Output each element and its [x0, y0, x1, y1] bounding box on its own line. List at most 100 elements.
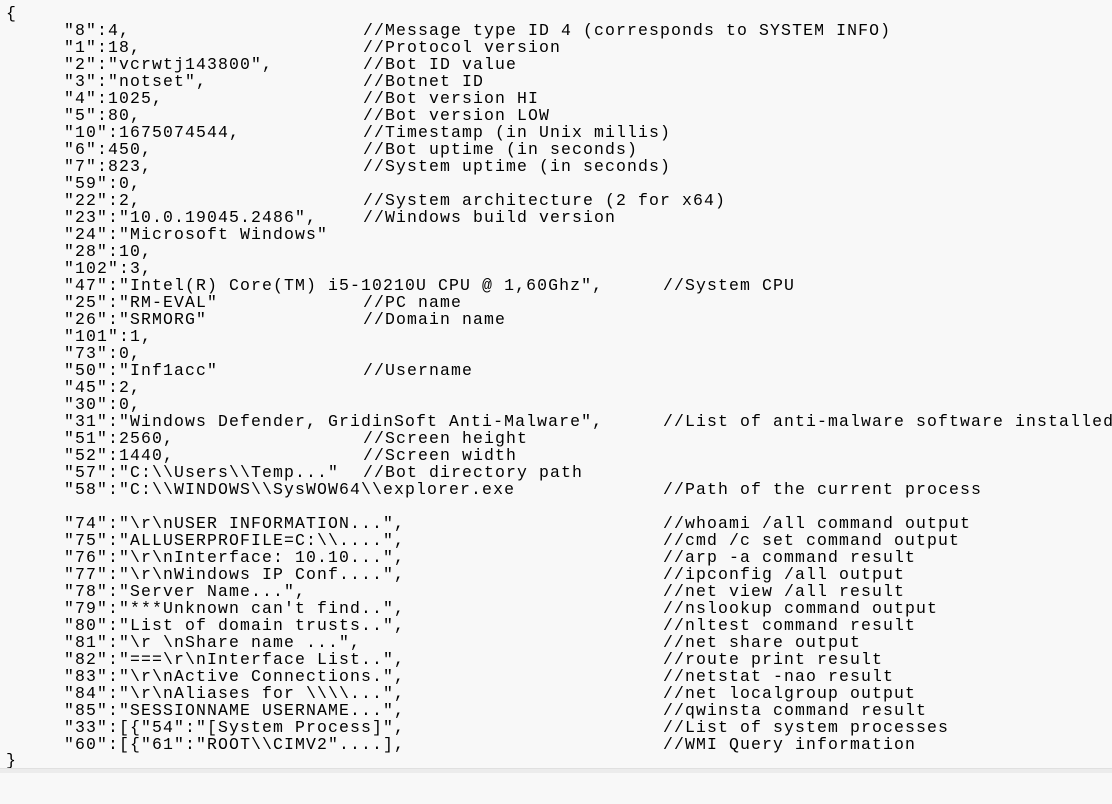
code-line: "1":18,//Protocol version [0, 39, 1112, 56]
line-comment: //Windows build version [363, 208, 617, 227]
open-brace: { [6, 4, 18, 23]
code-line: "75":"ALLUSERPROFILE=C:\\....", //cmd /c … [0, 532, 1112, 549]
line-comment: //Username [363, 361, 474, 380]
json-entry: "60":[{"61":"ROOT\\CIMV2"....], [64, 735, 406, 754]
json-entry: "7":823, [64, 157, 153, 176]
json-entry: "8":4, [64, 21, 131, 40]
line-comment: //net localgroup output [663, 684, 917, 703]
line-comment: //Screen height [363, 429, 529, 448]
json-entry: "74":"\r\nUSER INFORMATION...", [64, 514, 406, 533]
code-line: "84":"\r\nAliases for \\\\...", //net loc… [0, 685, 1112, 702]
json-entry: "6":450, [64, 140, 153, 159]
line-comment: //ipconfig /all output [663, 565, 906, 584]
json-entry: "78":"Server Name...", [64, 582, 307, 601]
json-entry: "31":"Windows Defender, GridinSoft Anti-… [64, 412, 604, 431]
json-entry: "23":"10.0.19045.2486", [64, 208, 318, 227]
code-line: "26":"SRMORG"//Domain name [0, 311, 1112, 328]
json-entry: "24":"Microsoft Windows" [64, 225, 329, 244]
code-line: "77":"\r\nWindows IP Conf....", //ipconfi… [0, 566, 1112, 583]
code-line: "28":10, [0, 243, 1112, 260]
code-line: "76":"\r\nInterface: 10.10...",//arp -a … [0, 549, 1112, 566]
code-line: "74":"\r\nUSER INFORMATION...", //whoami … [0, 515, 1112, 532]
code-line: "3":"notset", //Botnet ID [0, 73, 1112, 90]
line-comment: //nslookup command output [663, 599, 939, 618]
code-line [0, 498, 1112, 515]
code-line: "25":"RM-EVAL" //PC name [0, 294, 1112, 311]
code-line: "10":1675074544, //Timestamp (in Unix mil… [0, 124, 1112, 141]
code-line: "6":450, //Bot uptime (in seconds) [0, 141, 1112, 158]
code-line: "52":1440,//Screen width [0, 447, 1112, 464]
json-entry: "84":"\r\nAliases for \\\\...", [64, 684, 406, 703]
json-entry: "3":"notset", [64, 72, 208, 91]
json-entry: "75":"ALLUSERPROFILE=C:\\....", [64, 531, 406, 550]
line-comment: //Bot version LOW [363, 106, 551, 125]
line-comment: //List of system processes [663, 718, 950, 737]
line-comment: //Botnet ID [363, 72, 485, 91]
json-entry: "73":0, [64, 344, 142, 363]
code-line: "85":"SESSIONNAME USERNAME...",//qwinsta… [0, 702, 1112, 719]
json-entry: "22":2, [64, 191, 142, 210]
code-line: "4":1025,//Bot version HI [0, 90, 1112, 107]
json-entry: "101":1, [64, 327, 153, 346]
json-entry: "45":2, [64, 378, 142, 397]
code-line: "58":"C:\\WINDOWS\\SysWOW64\\explorer.ex… [0, 481, 1112, 498]
code-line: "22":2,//System architecture (2 for x64) [0, 192, 1112, 209]
line-comment: //Bot directory path [363, 463, 584, 482]
json-entry: "10":1675074544, [64, 123, 241, 142]
line-comment: //PC name [363, 293, 463, 312]
code-line: "82":"===\r\nInterface List..",//route p… [0, 651, 1112, 668]
code-line: "102":3, [0, 260, 1112, 277]
line-comment: //WMI Query information [663, 735, 917, 754]
line-comment: //Timestamp (in Unix millis) [363, 123, 672, 142]
open-brace-line: { [0, 5, 1112, 22]
code-line: "79":"***Unknown can't find..", //nslooku… [0, 600, 1112, 617]
line-comment: //System CPU [663, 276, 796, 295]
code-line: "24":"Microsoft Windows" [0, 226, 1112, 243]
code-line: "7":823,//System uptime (in seconds) [0, 158, 1112, 175]
line-comment: //nltest command result [663, 616, 917, 635]
code-line: "51":2560,//Screen height [0, 430, 1112, 447]
json-entry: "58":"C:\\WINDOWS\\SysWOW64\\explorer.ex… [64, 480, 516, 499]
code-line: "2":"vcrwtj143800", //Bot ID value [0, 56, 1112, 73]
close-brace-line: } [0, 752, 1112, 769]
json-entry: "25":"RM-EVAL" [64, 293, 219, 312]
json-entry: "50":"Inf1acc" [64, 361, 219, 380]
line-comment: //Bot uptime (in seconds) [363, 140, 639, 159]
code-line: "59":0, [0, 175, 1112, 192]
json-entry: "81":"\r \nShare name ...", [64, 633, 362, 652]
json-entry: "83":"\r\nActive Connections.", [64, 667, 406, 686]
code-line: "78":"Server Name...", //net view /all re… [0, 583, 1112, 600]
line-comment: //List of anti-malware software installe… [663, 412, 1112, 431]
line-comment: //net share output [663, 633, 862, 652]
line-comment: //net view /all result [663, 582, 906, 601]
code-line: "8":4, //Message type ID 4 (corresponds t… [0, 22, 1112, 39]
json-entry: "30":0, [64, 395, 142, 414]
code-line: "45":2, [0, 379, 1112, 396]
json-entry: "77":"\r\nWindows IP Conf....", [64, 565, 406, 584]
code-line: "73":0, [0, 345, 1112, 362]
line-comment: //arp -a command result [663, 548, 917, 567]
code-line: "31":"Windows Defender, GridinSoft Anti-… [0, 413, 1112, 430]
json-entry: "1":18, [64, 38, 142, 57]
code-line: "80":"List of domain trusts..",//nltest … [0, 617, 1112, 634]
line-comment: //qwinsta command result [663, 701, 928, 720]
line-comment: //Bot ID value [363, 55, 518, 74]
code-line: "33":[{"54":"[System Process]", //List of… [0, 719, 1112, 736]
line-comment: //whoami /all command output [663, 514, 972, 533]
json-entry: "2":"vcrwtj143800", [64, 55, 274, 74]
json-entry: "5":80, [64, 106, 142, 125]
close-brace: } [6, 751, 18, 770]
json-entry: "28":10, [64, 242, 153, 261]
json-entry: "79":"***Unknown can't find..", [64, 599, 406, 618]
line-comment: //Message type ID 4 (corresponds to SYST… [363, 21, 892, 40]
line-comment: //Screen width [363, 446, 518, 465]
code-line: "81":"\r \nShare name ...", //net share o… [0, 634, 1112, 651]
json-entry: "26":"SRMORG" [64, 310, 208, 329]
code-line: "101":1, [0, 328, 1112, 345]
json-entry: "33":[{"54":"[System Process]", [64, 718, 406, 737]
json-entry: "47":"Intel(R) Core(TM) i5-10210U CPU @ … [64, 276, 604, 295]
bottom-border [0, 768, 1112, 773]
code-line: "30":0, [0, 396, 1112, 413]
json-entry: "57":"C:\\Users\\Temp..." [64, 463, 340, 482]
line-comment: //cmd /c set command output [663, 531, 961, 550]
